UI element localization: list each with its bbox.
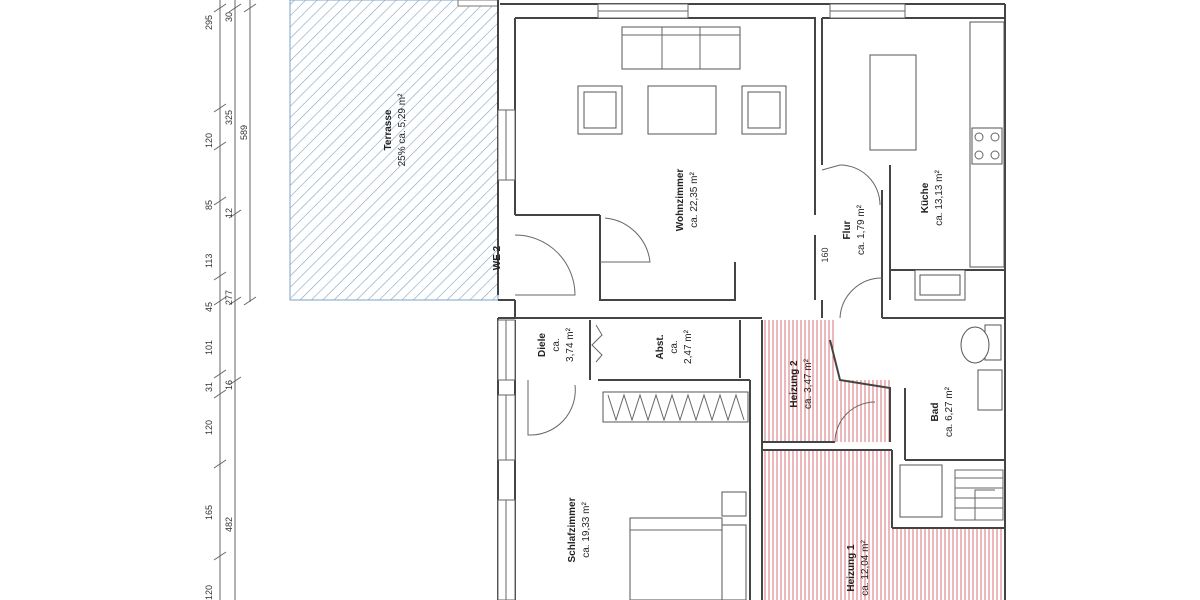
dim-outer-5: 45 bbox=[204, 302, 214, 312]
bad-area-label: ca. 6,27 m² bbox=[944, 386, 955, 437]
terrasse-label: Terrasse bbox=[383, 109, 394, 150]
dim-outer-3: 85 bbox=[204, 200, 214, 210]
dim-outer-10: 120 bbox=[204, 585, 214, 600]
dim-outer-6: 101 bbox=[204, 340, 214, 355]
nightstand bbox=[721, 491, 747, 517]
we2-label: WE 2 bbox=[492, 245, 503, 270]
flur-dimension: 160 bbox=[820, 247, 830, 262]
kitchen-island bbox=[869, 54, 917, 151]
dim-middle-3: 12 bbox=[224, 208, 234, 218]
wardrobe-doors bbox=[607, 393, 745, 422]
wohnzimmer-label: Wohnzimmer bbox=[675, 169, 686, 232]
kueche-area-label: ca. 13,13 m² bbox=[934, 170, 945, 226]
windows bbox=[497, 3, 906, 600]
flur-area-label: ca. 1,79 m² bbox=[856, 204, 867, 255]
toilet-icon bbox=[960, 324, 1002, 364]
heizung2-area-ext bbox=[834, 380, 890, 442]
dim-outer-1: 295 bbox=[204, 15, 214, 30]
terrace-edge bbox=[457, 0, 499, 7]
diele-area-label-2: 3,74 m² bbox=[565, 327, 576, 362]
bed-side bbox=[721, 524, 747, 600]
stove bbox=[971, 127, 1003, 165]
doors bbox=[514, 164, 883, 443]
heizung2-label: Heizung 2 bbox=[789, 360, 800, 408]
coffee-table bbox=[647, 85, 717, 135]
armchair-left-seat bbox=[583, 91, 617, 129]
terrasse-area bbox=[289, 0, 499, 301]
diele-area-label-1: ca. bbox=[551, 338, 562, 351]
dim-inner-1: 589 bbox=[239, 125, 249, 140]
wohnzimmer-area-label: ca. 22,35 m² bbox=[689, 172, 700, 228]
shower bbox=[899, 464, 943, 518]
heizung1-area-ext bbox=[892, 528, 1004, 600]
stairs bbox=[954, 469, 1004, 521]
abst-label: Abst. bbox=[655, 334, 666, 359]
dim-outer-2: 120 bbox=[204, 133, 214, 148]
dim-outer-7: 31 bbox=[204, 382, 214, 392]
dim-outer-9: 165 bbox=[204, 505, 214, 520]
terrasse-area-label: 25% ca. 5,29 m² bbox=[397, 93, 408, 166]
heizung1-area bbox=[762, 450, 892, 600]
abst-area-label-1: ca. bbox=[669, 340, 680, 353]
heizung1-area-label: ca. 12,04 m² bbox=[860, 540, 871, 596]
abst-area-label-2: 2,47 m² bbox=[683, 329, 694, 364]
flur-label: Flur bbox=[842, 220, 853, 239]
dim-middle-6: 482 bbox=[224, 517, 234, 532]
diele-wall-break bbox=[591, 324, 603, 363]
bad-label: Bad bbox=[930, 403, 941, 422]
armchair-right-seat bbox=[747, 91, 781, 129]
dim-middle-4: 277 bbox=[224, 290, 234, 305]
sofa bbox=[621, 26, 741, 70]
dim-middle-5: 16 bbox=[224, 380, 234, 390]
kitchen-sink-basin bbox=[919, 274, 961, 296]
washbasin bbox=[977, 369, 1003, 411]
dim-outer-4: 113 bbox=[204, 254, 214, 268]
dim-middle-1: 30 bbox=[224, 12, 234, 22]
dimension-lines: 295 30 325 120 589 85 12 113 45 277 101 … bbox=[204, 0, 257, 600]
stove-burners-icon bbox=[974, 132, 1000, 160]
dim-outer-8: 120 bbox=[204, 420, 214, 435]
schlafzimmer-area-label: ca. 19,33 m² bbox=[581, 502, 592, 558]
heizung2-area bbox=[762, 320, 834, 442]
kueche-label: Küche bbox=[920, 182, 931, 213]
diele-label: Diele bbox=[537, 333, 548, 357]
dim-middle-2: 325 bbox=[224, 110, 234, 125]
heizung1-label: Heizung 1 bbox=[846, 544, 857, 592]
schlafzimmer-label: Schlafzimmer bbox=[567, 497, 578, 562]
heizung2-area-label: ca. 3,47 m² bbox=[803, 358, 814, 409]
